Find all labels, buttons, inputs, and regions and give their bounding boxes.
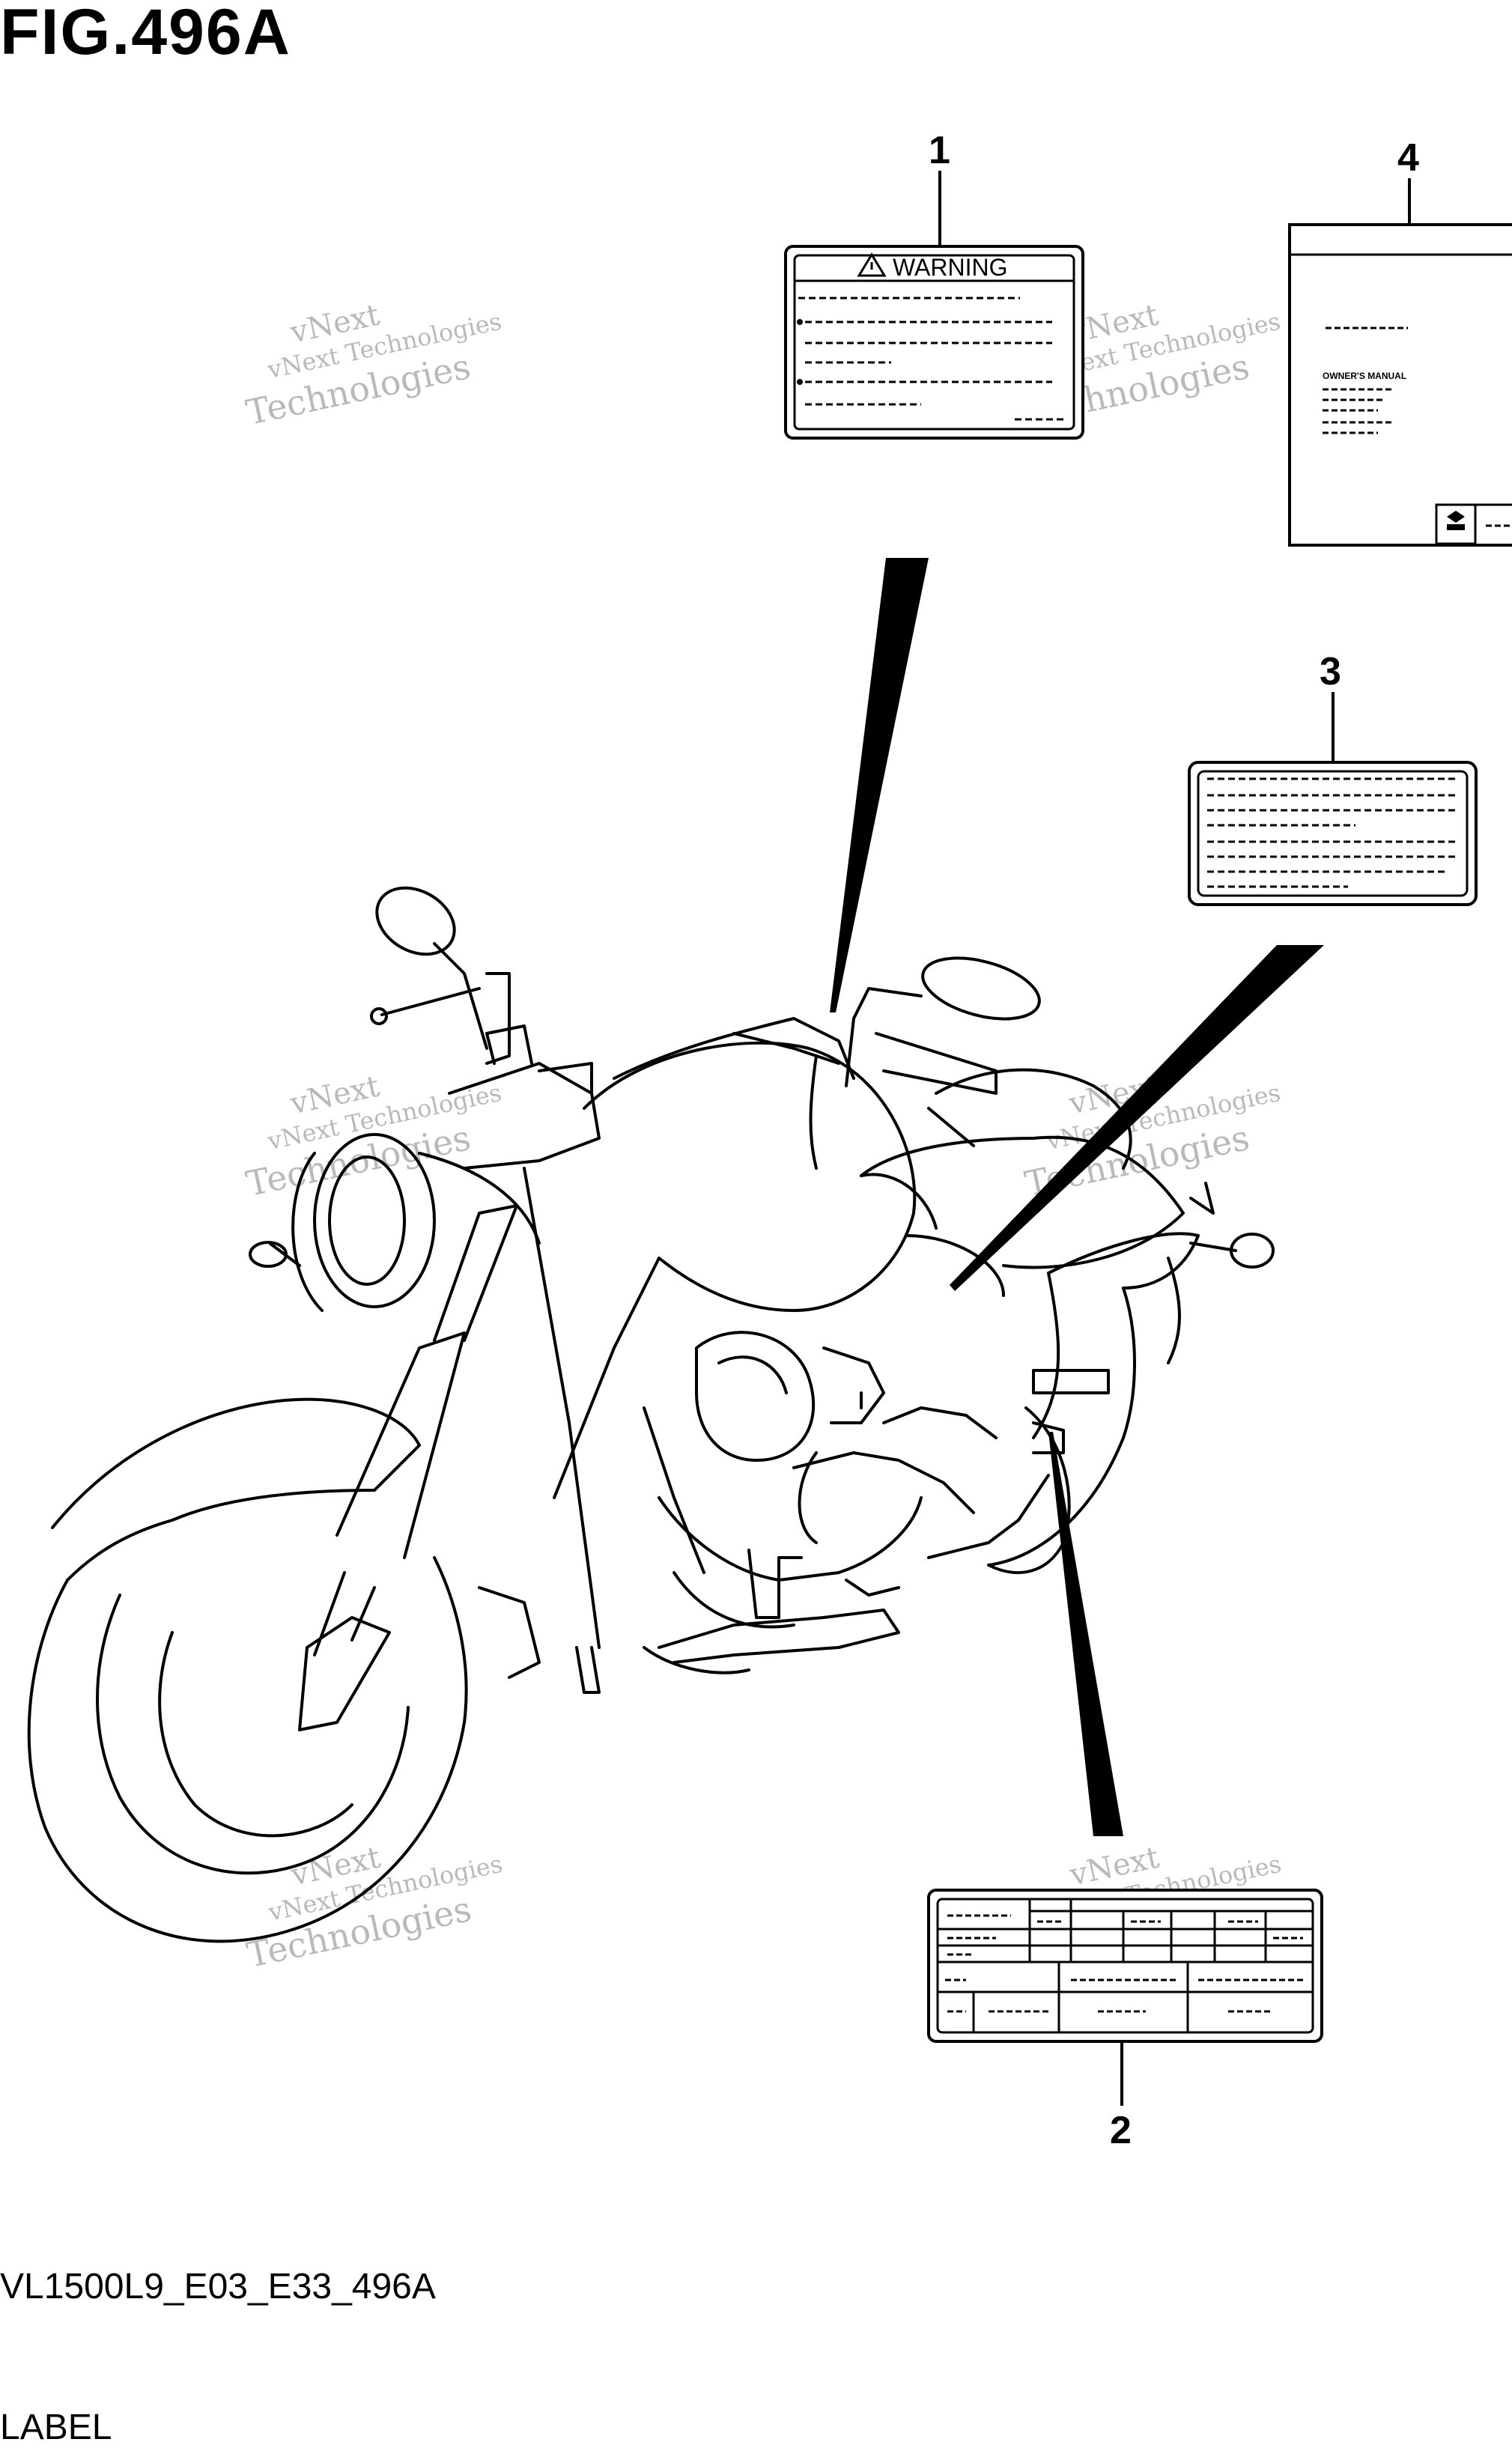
book-icon [1447,511,1465,530]
callout-number-1: 1 [929,129,950,172]
watermark-top-left: vNext Technologies vNext Technologies [243,298,504,433]
model-code: VL1500L9_E03_E33_496A [0,2267,436,2306]
motorcycle-illustration [27,886,1275,1943]
watermark-mid-right: vNext Technologies vNext Technologies [1021,1069,1283,1204]
owners-manual: OWNER'S MANUAL [1288,223,1512,547]
pointer-wedge-1 [830,558,929,1012]
warning-label: WARNING [784,245,1084,440]
pointer-wedge-2 [1048,1432,1123,1836]
watermark-bottom-left: vNext Technologies vNext Technologies [243,1840,505,1975]
info-label [1188,761,1478,906]
pointer-wedge-3 [950,945,1324,1291]
warning-triangle-icon [857,252,887,277]
callout-number-3: 3 [1320,650,1341,693]
warning-heading: WARNING [893,254,1007,281]
section-label: LABEL [0,2408,112,2447]
manual-caption: OWNER'S MANUAL [1323,371,1406,381]
watermark-mid-left: vNext Technologies vNext Technologies [243,1069,504,1204]
callout-number-2: 2 [1110,2109,1132,2152]
callout-number-4: 4 [1397,136,1419,180]
spec-table-label [927,1889,1323,2043]
figure-title: FIG.496A [0,0,291,68]
